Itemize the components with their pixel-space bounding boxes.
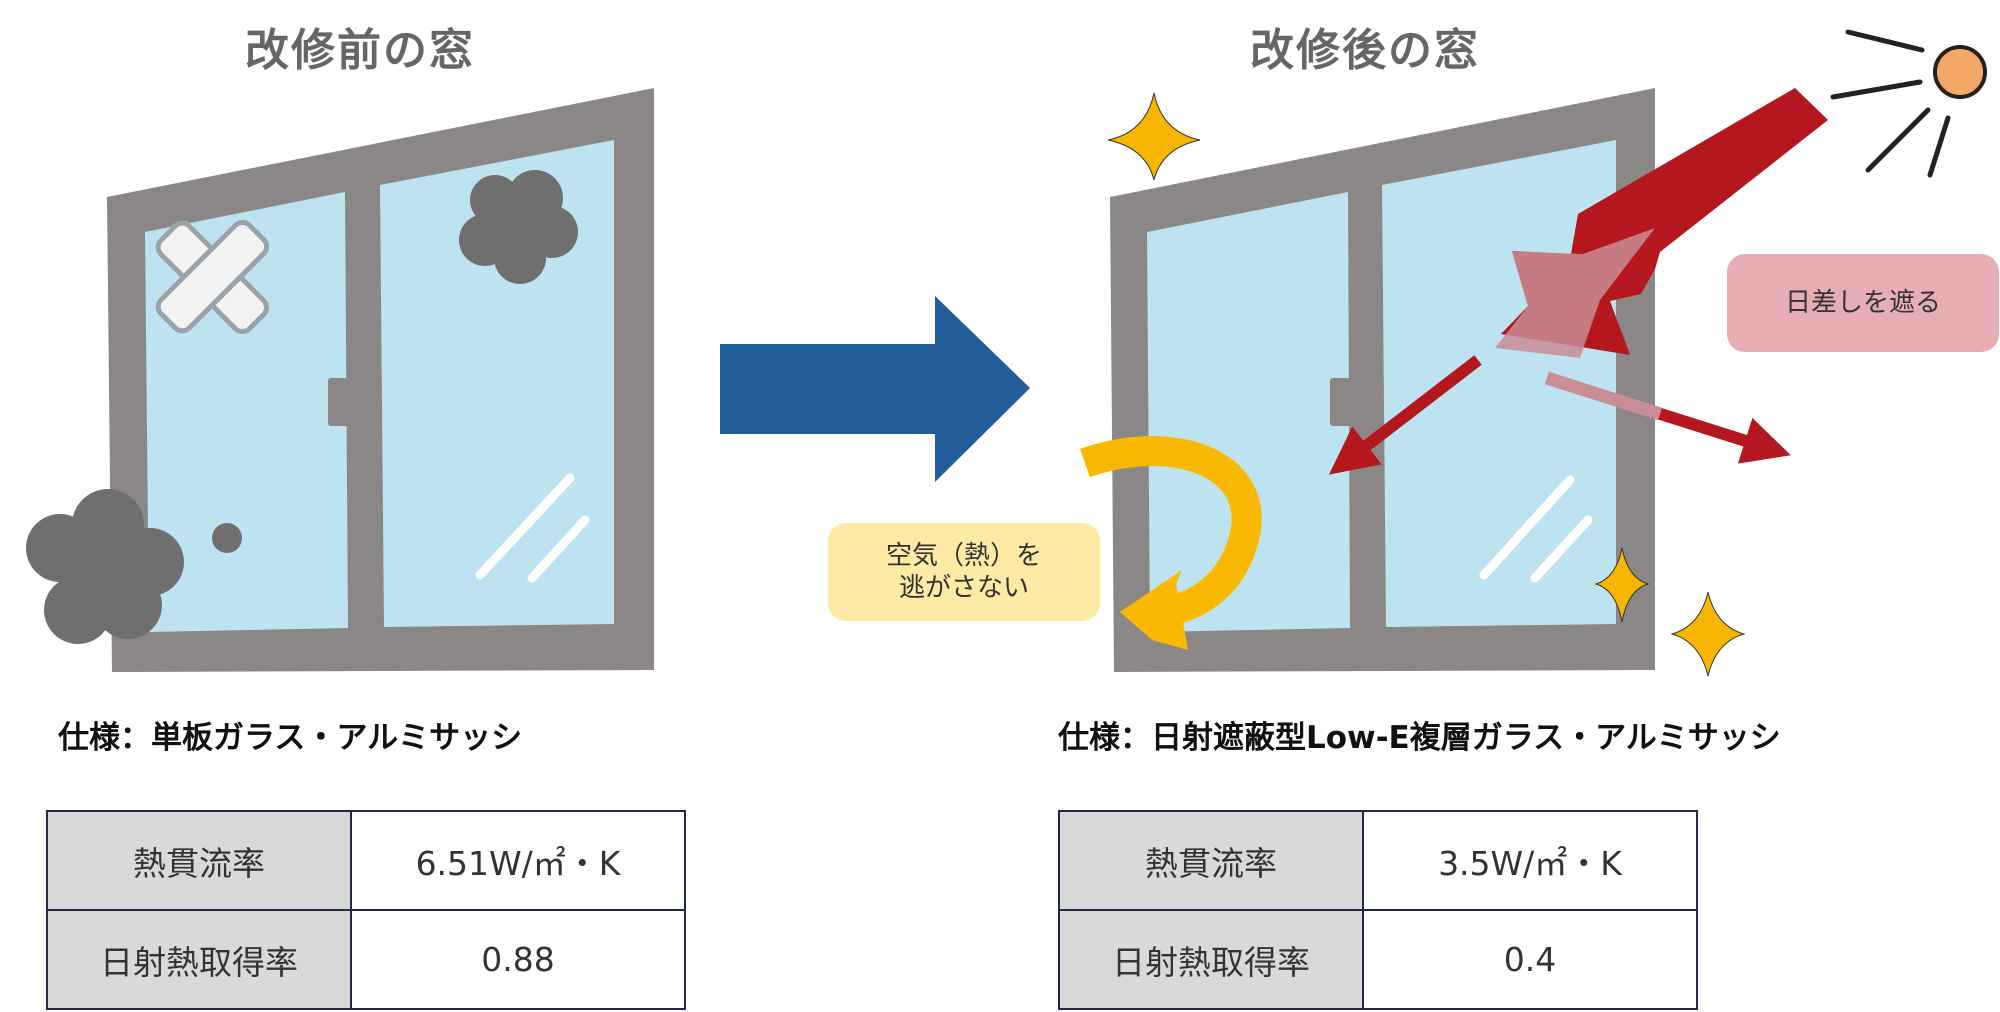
before-title: 改修前の窓 — [245, 25, 475, 76]
keep-heat-line2: 逃がさない — [898, 573, 1029, 603]
solar-gain-label: 日射熱取得率 — [1058, 909, 1364, 1010]
before-spec: 仕様：単板ガラス・アルミサッシ — [58, 720, 523, 756]
keep-heat-line1: 空気（熱）を — [885, 540, 1042, 571]
sun-icon — [1830, 29, 1987, 178]
keep-heat-callout: 空気（熱）を 逃がさない — [828, 523, 1100, 621]
after-title: 改修後の窓 — [1250, 25, 1480, 76]
u-value-label: 熱貫流率 — [46, 810, 352, 911]
illustration — [26, 29, 1987, 677]
after-window-handle — [1330, 378, 1352, 426]
u-value: 3.5W/㎡・K — [1362, 810, 1698, 911]
table-row: 日射熱取得率 0.88 — [46, 909, 686, 1010]
u-value: 6.51W/㎡・K — [350, 810, 686, 911]
solar-gain-label: 日射熱取得率 — [46, 909, 352, 1010]
table-row: 熱貫流率 3.5W/㎡・K — [1058, 810, 1698, 911]
heat-retention-arrow — [1080, 436, 1262, 627]
before-window — [26, 88, 654, 672]
table-row: 日射熱取得率 0.4 — [1058, 909, 1698, 1010]
block-sun-callout: 日差しを遮る — [1727, 254, 1999, 352]
transmitted-ray-arrow — [1328, 355, 1482, 475]
solar-gain-value: 0.4 — [1362, 909, 1698, 1010]
solar-gain-value: 0.88 — [350, 909, 686, 1010]
after-spec-table: 熱貫流率 3.5W/㎡・K 日射熱取得率 0.4 — [1058, 810, 1698, 1010]
dirt-smudge-icon — [459, 170, 578, 284]
sunlight-arrow-faded — [1495, 228, 1655, 358]
dust-cloud-icon — [26, 489, 184, 644]
before-window-handle — [328, 378, 350, 426]
block-sun-text: 日差しを遮る — [1784, 287, 1941, 318]
u-value-label: 熱貫流率 — [1058, 810, 1364, 911]
before-spec-table: 熱貫流率 6.51W/㎡・K 日射熱取得率 0.88 — [46, 810, 686, 1010]
after-left-pane — [1147, 192, 1350, 632]
dirt-spot-icon — [212, 523, 242, 553]
sparkle-icon — [1107, 92, 1746, 677]
before-to-after-arrow — [720, 296, 1030, 482]
after-spec: 仕様：日射遮蔽型Low-E複層ガラス・アルミサッシ — [1058, 720, 1781, 756]
bandage-icon — [155, 219, 270, 335]
before-right-pane — [380, 140, 614, 627]
table-row: 熱貫流率 6.51W/㎡・K — [46, 810, 686, 911]
